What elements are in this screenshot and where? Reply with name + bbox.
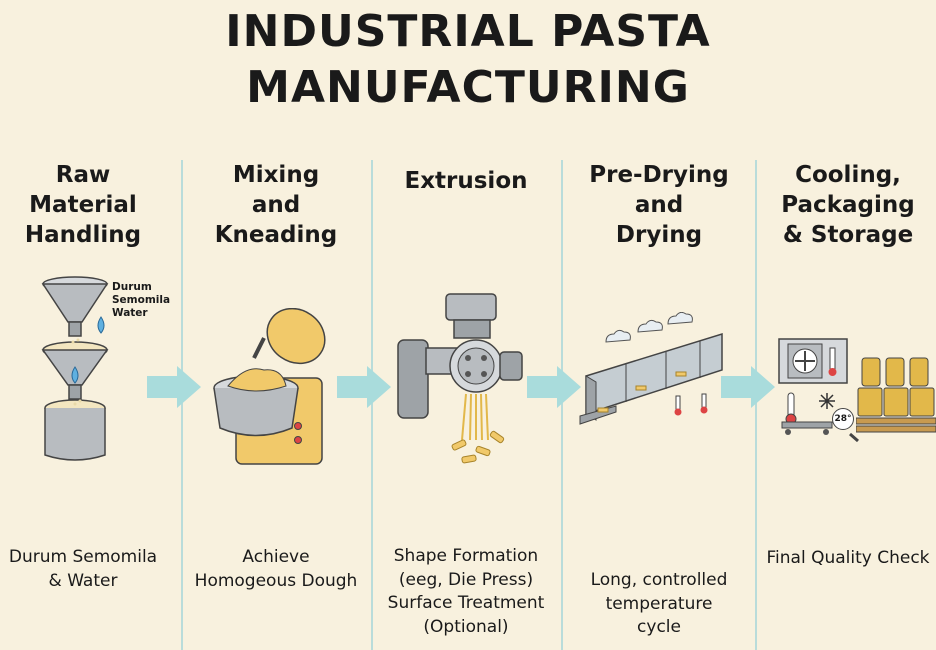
title-line-1: INDUSTRIAL PASTA	[225, 6, 711, 57]
page-title: INDUSTRIAL PASTA MANUFACTURING	[0, 4, 936, 116]
magnifier-icon	[781, 421, 859, 442]
extruder-icon	[397, 293, 523, 464]
column-divider	[561, 160, 563, 650]
water-drop-icon	[71, 366, 79, 384]
column-divider	[755, 160, 757, 650]
water-drop-icon	[97, 316, 105, 334]
column-divider	[371, 160, 373, 650]
stage-title-raw-material: Raw Material Handling	[24, 162, 142, 248]
flow-arrow	[527, 366, 581, 408]
mixer-icon	[213, 308, 326, 465]
column-divider	[181, 160, 183, 650]
stage-description-raw-material: Durum Semomila & Water	[8, 547, 158, 591]
fan-icon	[778, 338, 848, 384]
title-line-2: MANUFACTURING	[246, 62, 690, 113]
stage-title-extrusion: Extrusion	[404, 168, 528, 194]
flow-arrow	[147, 366, 201, 408]
flow-arrow	[337, 366, 391, 408]
flow-arrow	[721, 366, 775, 408]
dryer-icon	[579, 312, 723, 425]
stage-description-cooling: Final Quality Check	[766, 548, 930, 568]
temperature-readout: 28°	[832, 408, 854, 430]
stage-title-cooling: Cooling, Packaging & Storage	[781, 162, 915, 248]
stage-description-extrusion: Shape Formation (eeg, Die Press) Surface…	[387, 546, 545, 637]
ingredient-label: Durum Semomila Water	[112, 281, 171, 319]
stage-title-mixing: Mixing and Kneading	[214, 162, 338, 248]
stage-title-drying: Pre-Drying and Drying	[589, 162, 729, 248]
pallet-icon	[856, 357, 936, 433]
snowflake-icon	[819, 393, 835, 409]
stage-description-drying: Long, controlled temperature cycle	[590, 570, 728, 637]
stage-description-mixing: Achieve Homogeous Dough	[194, 547, 358, 591]
